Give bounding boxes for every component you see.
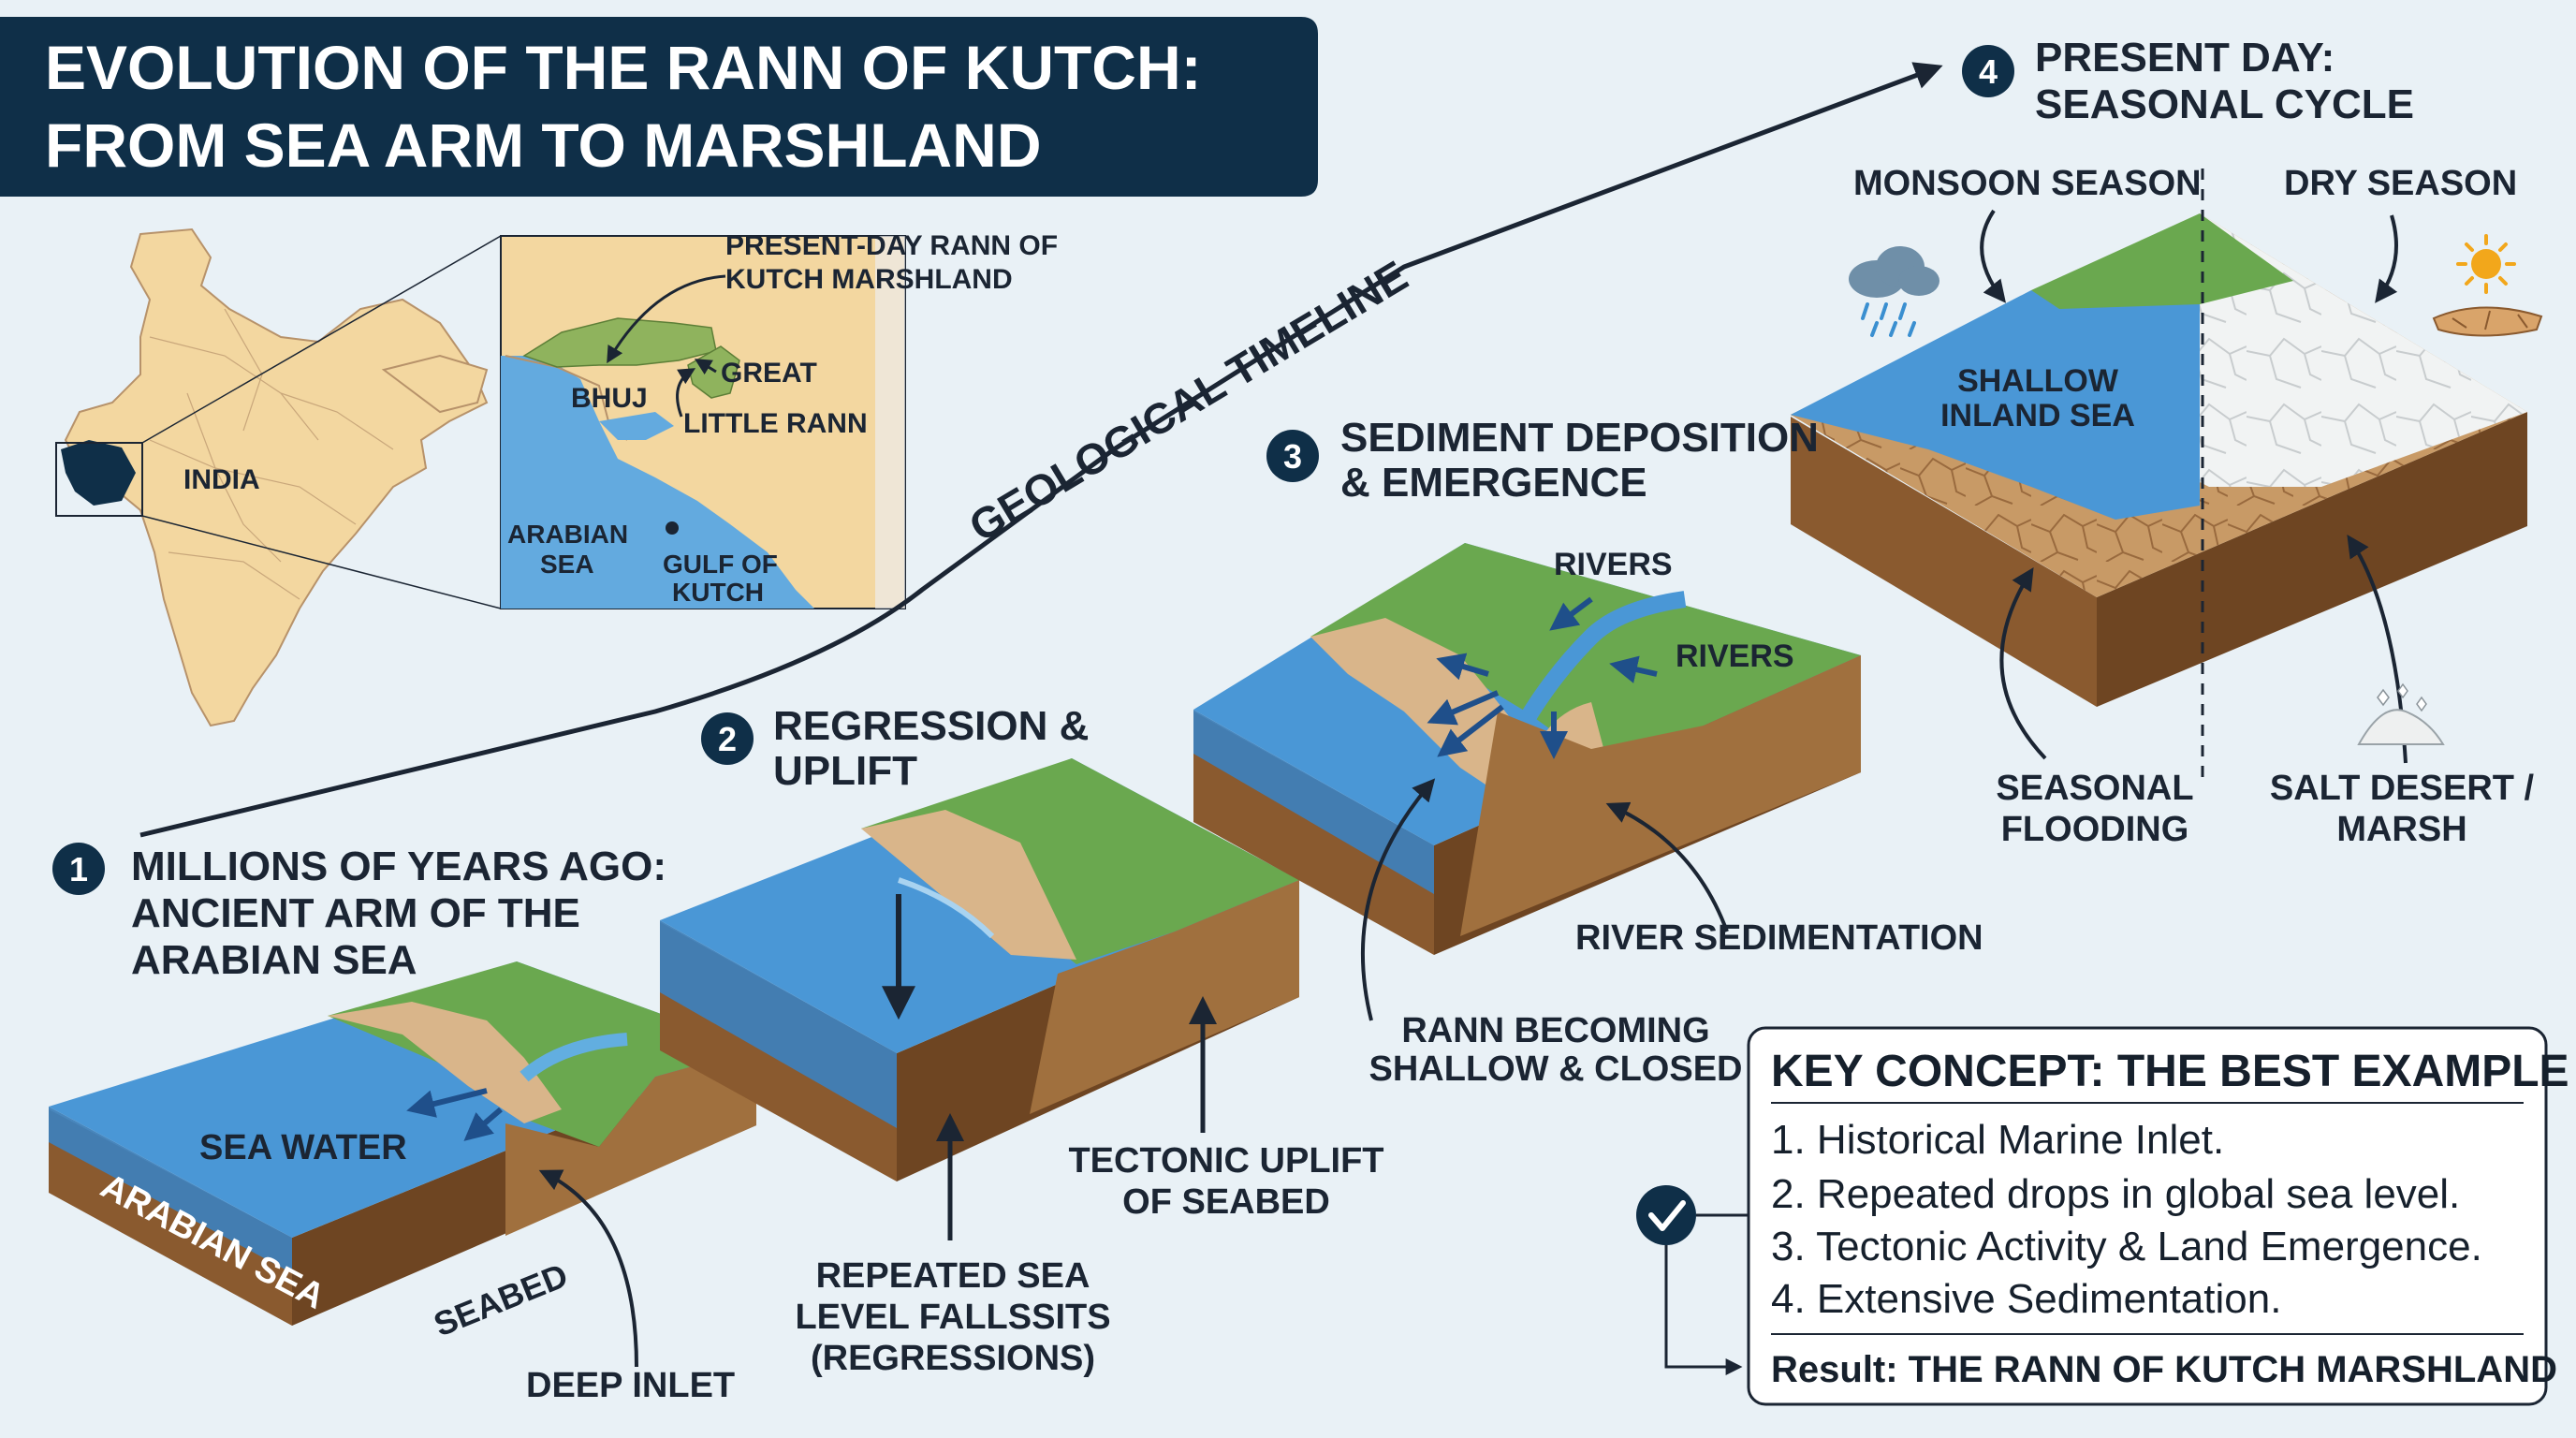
stage-2-block [660,758,1299,1240]
repeated-line-2: LEVEL FALLSSITS [795,1298,1110,1337]
key-item-2: 2. Repeated drops in global sea level. [1771,1171,2460,1217]
salt-pile-icon [2357,682,2445,745]
india-map: INDIA [55,227,502,727]
present-day-label-2: KUTCH MARSHLAND [725,264,1013,295]
shallow-line-2: INLAND SEA [1940,398,2135,433]
gulf-label-1: GULF OF [663,550,778,579]
rann-line-2: SHALLOW & CLOSED [1369,1049,1743,1089]
cracked-soil-icon [2432,306,2543,337]
stage-4-number: 4 [1979,52,1998,91]
stage-3-number: 3 [1283,437,1302,476]
salt-line-1: SALT DESERT / [2270,769,2535,808]
seasonal-flooding-label: SEASONAL FLOODING [1996,769,2193,849]
repeated-sea-level-label: REPEATED SEA LEVEL FALLSSITS (REGRESSION… [795,1256,1110,1378]
shallow-line-1: SHALLOW [1957,363,2119,399]
stage-1-title-line-1: MILLIONS OF YEARS AGO: [131,844,666,889]
tectonic-line-2: OF SEABED [1122,1182,1330,1222]
rann-becoming-label: RANN BECOMING SHALLOW & CLOSED [1369,1011,1743,1089]
tectonic-line-1: TECTONIC UPLIFT [1068,1141,1383,1181]
shallow-inland-sea-label: SHALLOW INLAND SEA [1940,363,2135,433]
tectonic-uplift-label: TECTONIC UPLIFT OF SEABED [1068,1141,1383,1222]
key-concept-title: KEY CONCEPT: THE BEST EXAMPLE [1771,1047,2569,1096]
arabian-sea-label-2: SEA [540,550,594,579]
gulf-label-2: KUTCH [672,578,764,607]
bhuj-label: BHUJ [571,383,648,414]
stage-4-title-line-2: SEASONAL CYCLE [2035,81,2414,127]
rivers-label-2: RIVERS [1676,638,1794,674]
present-day-label-1: PRESENT-DAY RANN OF [725,230,1058,261]
title-line-2: FROM SEA ARM TO MARSHLAND [45,110,1042,180]
title-banner: EVOLUTION OF THE RANN OF KUTCH: FROM SEA… [0,17,1318,197]
inset-sea [501,356,814,609]
rann-line-1: RANN BECOMING [1401,1011,1709,1050]
stage-1-block [49,961,756,1326]
india-label: INDIA [183,464,260,495]
repeated-line-1: REPEATED SEA [816,1256,1090,1296]
stage-1-badge: 1 [52,843,105,895]
great-label: GREAT [721,358,817,389]
stage-3-title-line-2: & EMERGENCE [1340,460,1647,506]
flooding-line-1: SEASONAL [1996,769,2193,808]
inset-gulf [599,412,674,440]
deep-inlet-label: DEEP INLET [526,1366,735,1405]
india-outline [64,227,489,727]
stage-2-number: 2 [718,720,737,758]
stage-2-title-line-1: REGRESSION & [773,703,1089,749]
salt-line-2: MARSH [2336,810,2466,849]
dry-season-label: DRY SEASON [2284,164,2517,203]
stage-3-badge: 3 [1266,430,1319,482]
stage-4-badge: 4 [1962,45,2014,97]
sea-water-label: SEA WATER [199,1128,407,1167]
monsoon-season-label: MONSOON SEASON [1853,164,2202,203]
key-item-1: 1. Historical Marine Inlet. [1771,1117,2224,1163]
stage-4-block [1791,169,2527,777]
key-item-3: 3. Tectonic Activity & Land Emergence. [1771,1224,2482,1269]
river-sedimentation-label: RIVER SEDIMENTATION [1575,918,1983,958]
key-item-4: 4. Extensive Sedimentation. [1771,1276,2281,1322]
little-rann-label: LITTLE RANN [683,408,868,439]
checkmark-icon [1636,1185,1696,1245]
sun-icon [2456,234,2516,294]
salt-desert-label: SALT DESERT / MARSH [2270,769,2535,849]
stage-4-title: PRESENT DAY: SEASONAL CYCLE [2035,35,2414,127]
cloud-rain-icon [1849,246,1939,337]
inset-map: PRESENT-DAY RANN OF KUTCH MARSHLAND GREA… [500,230,1058,609]
stage-1-title-line-3: ARABIAN SEA [131,937,417,983]
stage-3-title: SEDIMENT DEPOSITION & EMERGENCE [1340,415,1819,506]
flooding-line-2: FLOODING [2001,810,2189,849]
repeated-line-3: (REGRESSIONS) [811,1339,1095,1378]
stage-2-title-line-2: UPLIFT [773,748,917,794]
gujarat-highlight [61,440,136,506]
key-result: Result: THE RANN OF KUTCH MARSHLAND [1771,1349,2557,1390]
seabed-label: SEABED [429,1255,573,1343]
rivers-label-1: RIVERS [1554,547,1673,582]
stage-1-number: 1 [69,850,88,888]
title-line-1: EVOLUTION OF THE RANN OF KUTCH: [45,33,1202,102]
stage-2-title: REGRESSION & UPLIFT [773,703,1089,794]
stage-4-title-line-1: PRESENT DAY: [2035,35,2334,81]
stage-3-title-line-1: SEDIMENT DEPOSITION [1340,415,1819,461]
timeline-label: GEOLOGICAL TIMELINE [960,251,1415,551]
key-concept-box: KEY CONCEPT: THE BEST EXAMPLE 1. Histori… [1747,1026,2569,1406]
stage-1-title: MILLIONS OF YEARS AGO: ANCIENT ARM OF TH… [131,844,666,983]
stage-2-badge: 2 [701,712,754,765]
arabian-sea-label-1: ARABIAN [507,520,628,549]
stage-3-block [1193,543,1861,1021]
india-state-lines [149,308,394,600]
stage-1-title-line-2: ANCIENT ARM OF THE [131,890,580,936]
